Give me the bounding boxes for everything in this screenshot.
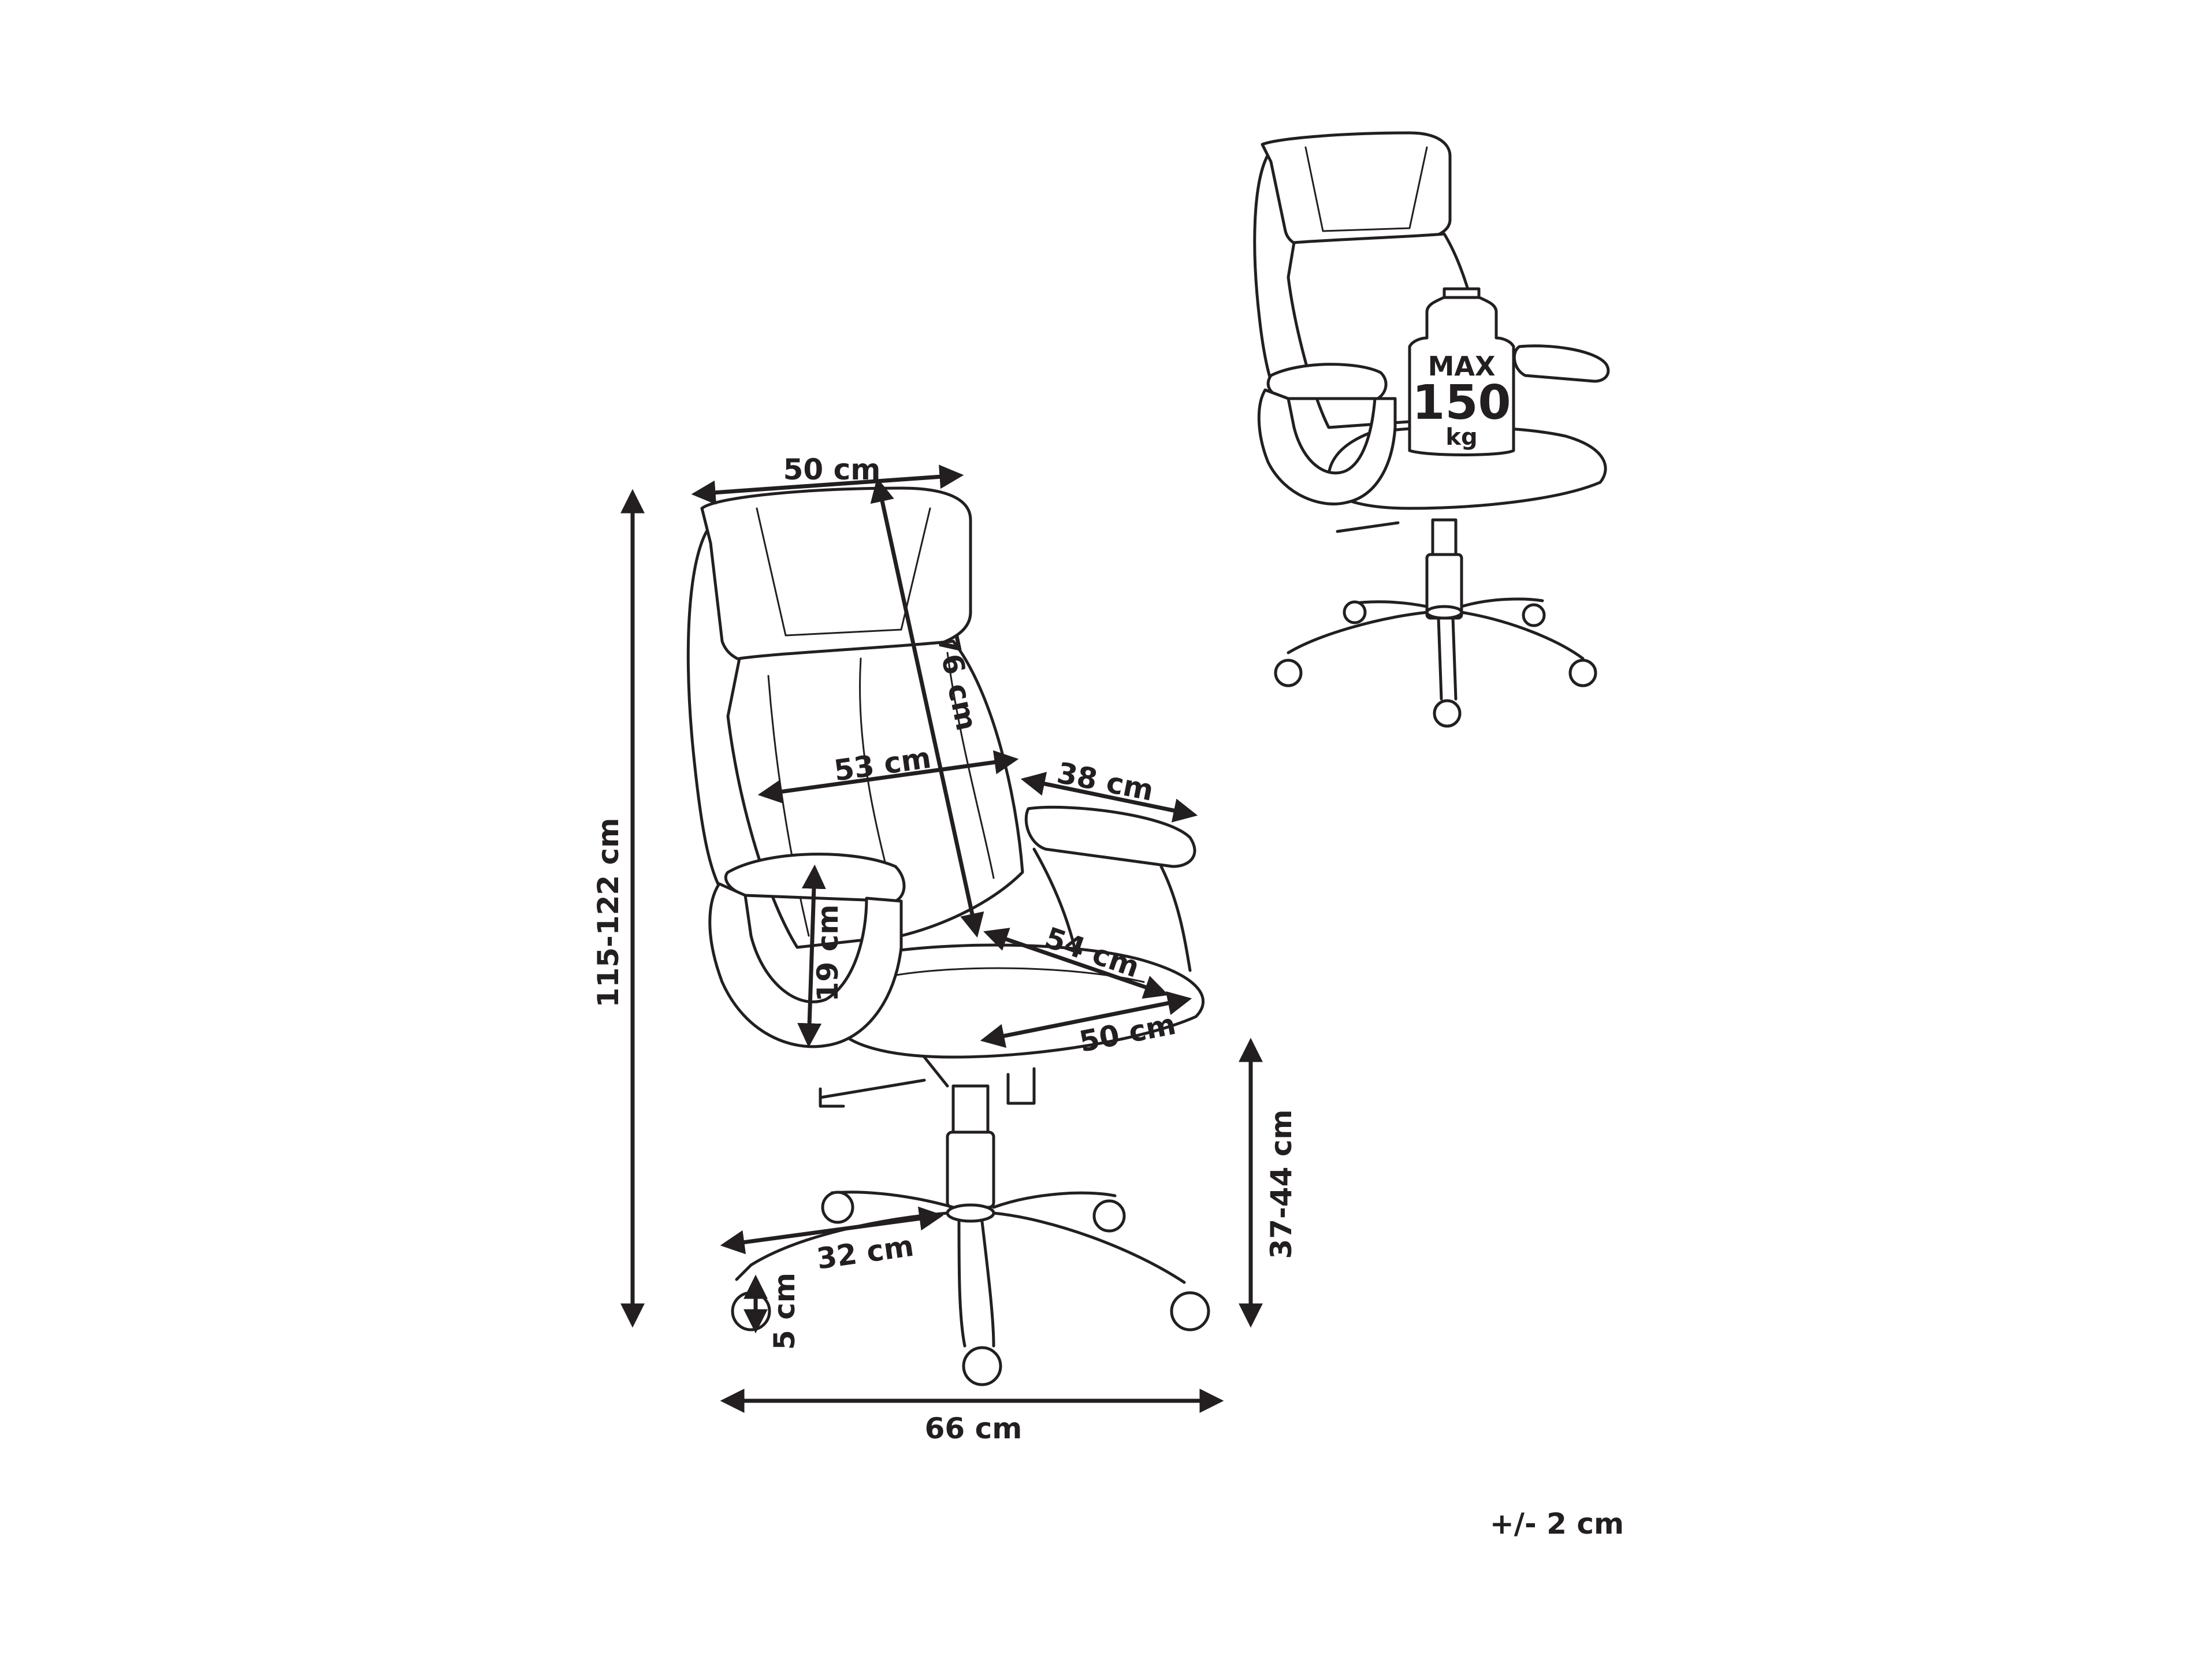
- seat-width-line: [980, 991, 1192, 1048]
- base-radius-line: [720, 1206, 944, 1255]
- weight-value: 150: [1412, 375, 1511, 430]
- armrest-height-label: 19 cm: [811, 905, 845, 1002]
- weight-unit: kg: [1445, 424, 1477, 451]
- max-weight-icon: MAX 150 kg: [1408, 287, 1515, 456]
- tolerance-note: +/- 2 cm: [1490, 1507, 1624, 1541]
- main-chair-drawing: [686, 486, 1210, 1386]
- seat-height-label: 37-44 cm: [1265, 1109, 1298, 1259]
- backrest-width-line: [757, 750, 1019, 804]
- total-height-label: 115-122 cm: [592, 818, 625, 1008]
- weight-max-label: MAX: [1428, 351, 1496, 382]
- backrest-height-line: [870, 477, 984, 938]
- armrest-length-label: 38 cm: [1054, 756, 1157, 808]
- dimension-lines: [620, 464, 1263, 1413]
- base-width-label: 66 cm: [925, 1412, 1023, 1445]
- caster-height-label: 5 cm: [768, 1273, 801, 1350]
- reference-chair-drawing: MAX 150 kg: [1253, 131, 1610, 728]
- seat-depth-line: [983, 928, 1169, 999]
- base-radius-label: 32 cm: [815, 1229, 916, 1276]
- armrest-length-line: [1020, 772, 1198, 823]
- headrest-width-label: 50 cm: [783, 453, 881, 486]
- armrest-height-line: [797, 864, 826, 1048]
